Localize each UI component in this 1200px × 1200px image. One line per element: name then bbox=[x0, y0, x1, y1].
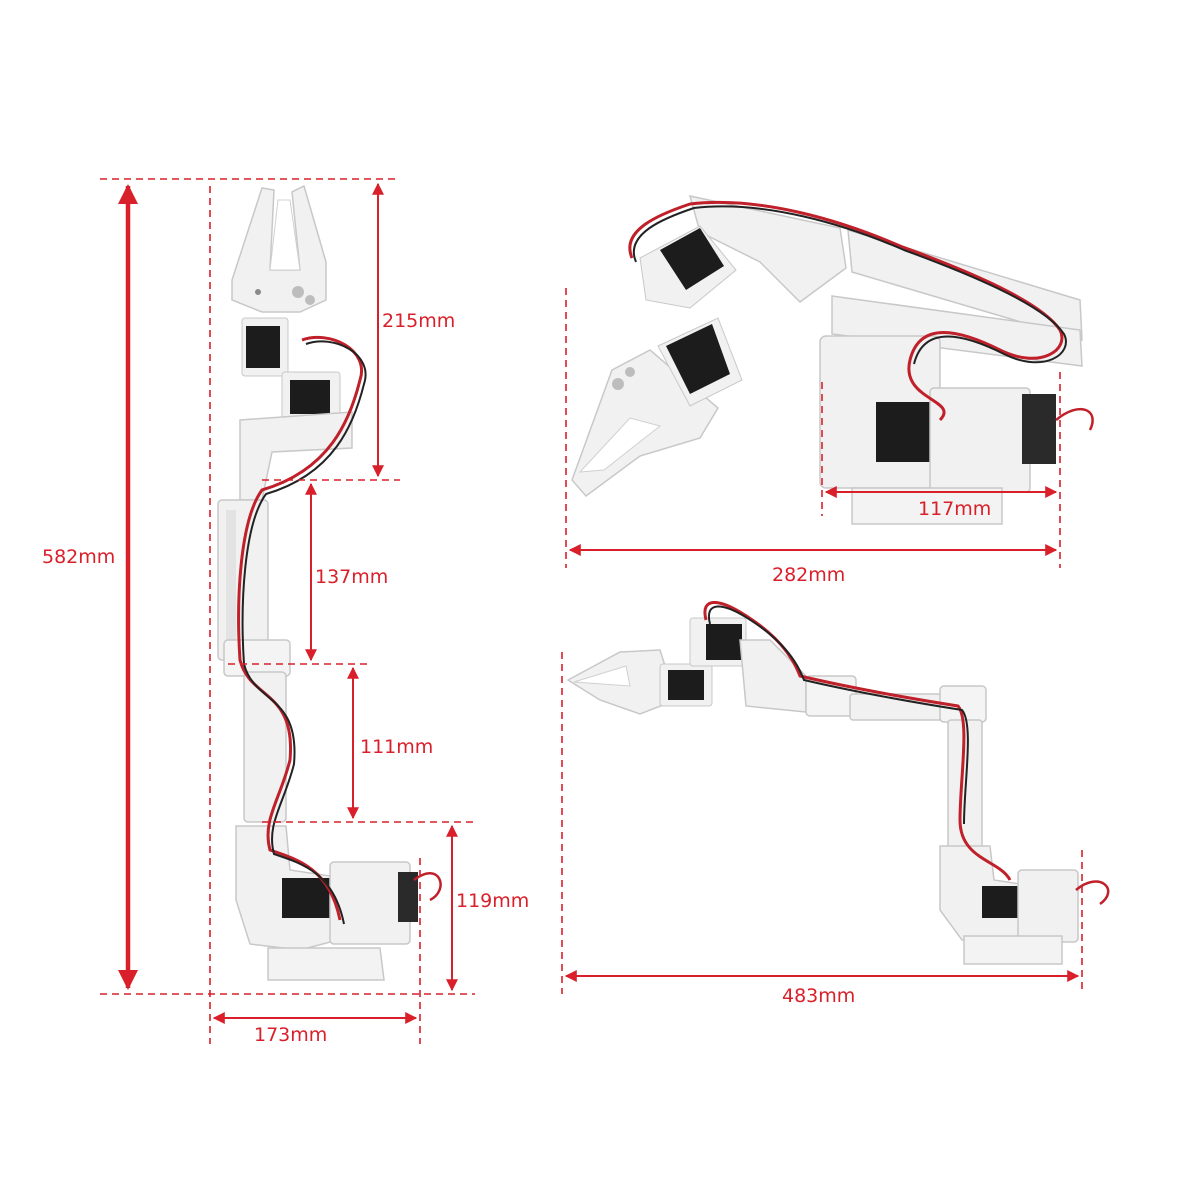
base-height-label: 119mm bbox=[456, 890, 529, 912]
servo-motor-icon bbox=[241, 317, 289, 377]
folded-arm-illustration bbox=[571, 195, 1094, 525]
folded-base-width-label: 117mm bbox=[918, 498, 991, 520]
upright-dimension-arrows bbox=[117, 182, 458, 1024]
upright-arm-illustration bbox=[217, 184, 442, 981]
folded-dimension-lines bbox=[565, 288, 1061, 568]
lower-arm-label: 111mm bbox=[360, 736, 433, 758]
base-platform-icon bbox=[267, 947, 385, 981]
gripper-section-label: 215mm bbox=[382, 310, 455, 332]
servo-motor-icon bbox=[281, 371, 341, 423]
servo-motor-icon bbox=[657, 317, 743, 407]
base-platform-icon bbox=[963, 935, 1063, 965]
height-total-label: 582mm bbox=[42, 546, 115, 568]
extended-length-label: 483mm bbox=[782, 985, 855, 1007]
folded-length-label: 282mm bbox=[772, 564, 845, 586]
base-width-label: 173mm bbox=[254, 1024, 327, 1046]
servo-motor-icon bbox=[982, 886, 1018, 918]
extended-dimension-lines bbox=[561, 652, 1083, 994]
upper-arm-label: 137mm bbox=[315, 566, 388, 588]
servo-motor-icon bbox=[689, 617, 747, 667]
servo-motor-icon bbox=[639, 225, 737, 309]
gripper-claw-icon bbox=[231, 184, 327, 313]
servo-motor-icon bbox=[659, 663, 713, 707]
upright-dimension-lines bbox=[100, 178, 475, 1044]
extended-arm-illustration bbox=[566, 601, 1110, 965]
